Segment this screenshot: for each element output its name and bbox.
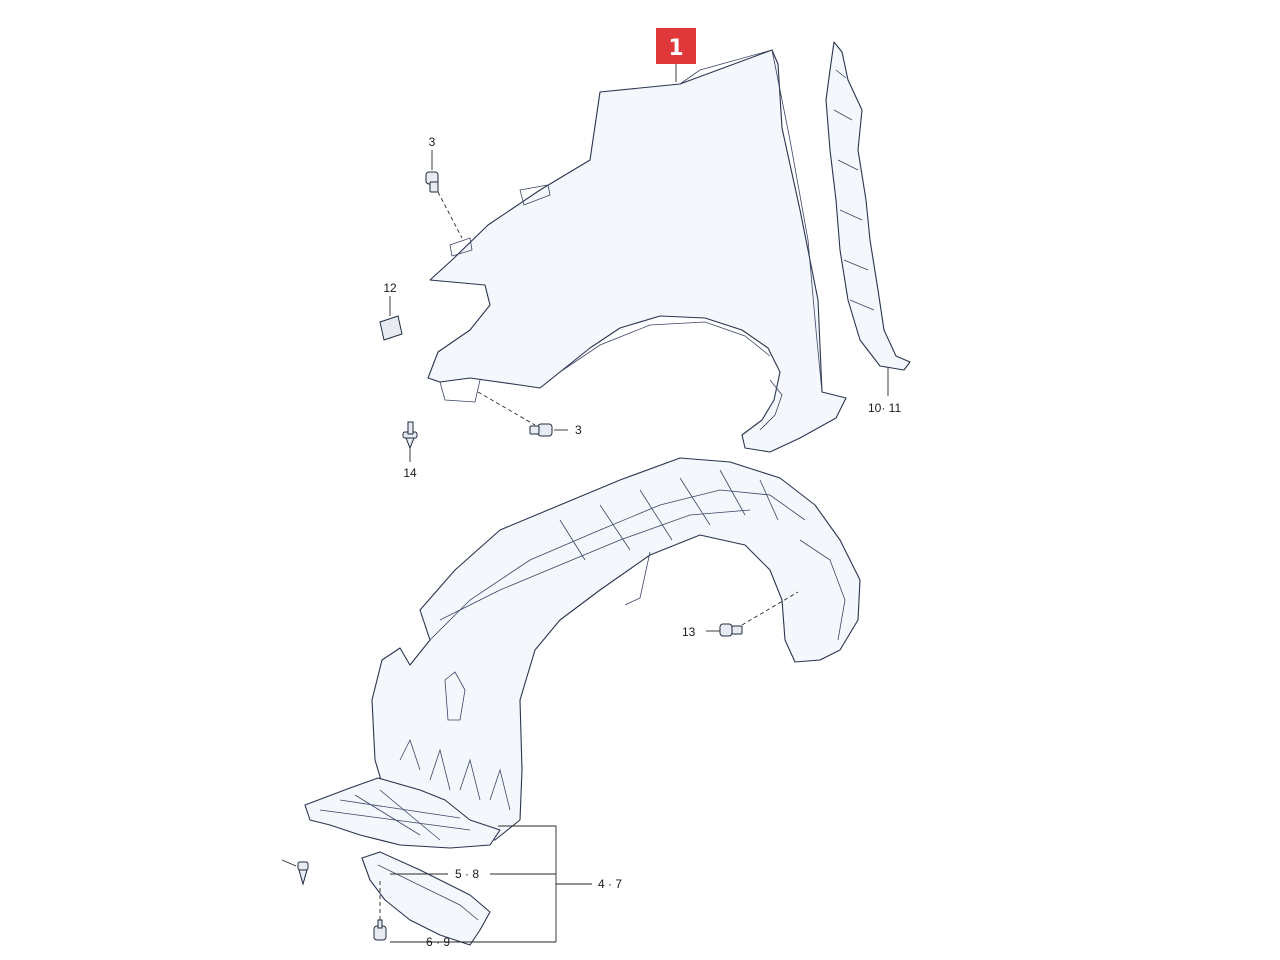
label-3-top: 3	[429, 135, 436, 149]
fender-seal[interactable]	[825, 41, 911, 371]
bracket-lines	[390, 825, 592, 943]
bolt-3-top-guide	[437, 191, 463, 239]
clip-12[interactable]	[379, 315, 403, 341]
clip-13[interactable]	[719, 623, 743, 637]
splash-guard[interactable]	[304, 777, 501, 849]
label-4-7: 4 · 7	[598, 877, 622, 891]
label-12: 12	[383, 281, 397, 295]
clip-13-guide	[741, 591, 799, 626]
fender-liner[interactable]	[371, 457, 861, 841]
label-10-11: 10· 11	[868, 401, 901, 415]
bolt-3-bottom-guide	[477, 391, 536, 426]
pin-left-leader	[281, 859, 297, 867]
label-3-bottom: 3	[575, 423, 582, 437]
bolt-3-top[interactable]	[425, 171, 439, 193]
screw-14[interactable]	[402, 421, 418, 450]
callout-1[interactable]: 1	[656, 28, 696, 64]
label-14: 14	[403, 466, 417, 480]
label-5-8: 5 · 8	[455, 867, 479, 881]
screw-6-9[interactable]	[373, 919, 387, 941]
mud-flap[interactable]	[361, 851, 491, 946]
callout-1-label: 1	[668, 36, 683, 61]
label-13: 13	[682, 625, 696, 639]
front-fender[interactable]	[427, 49, 847, 453]
bolt-3-bottom[interactable]	[529, 423, 553, 437]
label-6-9: 6 · 9	[426, 935, 450, 949]
pin-left[interactable]	[297, 861, 309, 886]
